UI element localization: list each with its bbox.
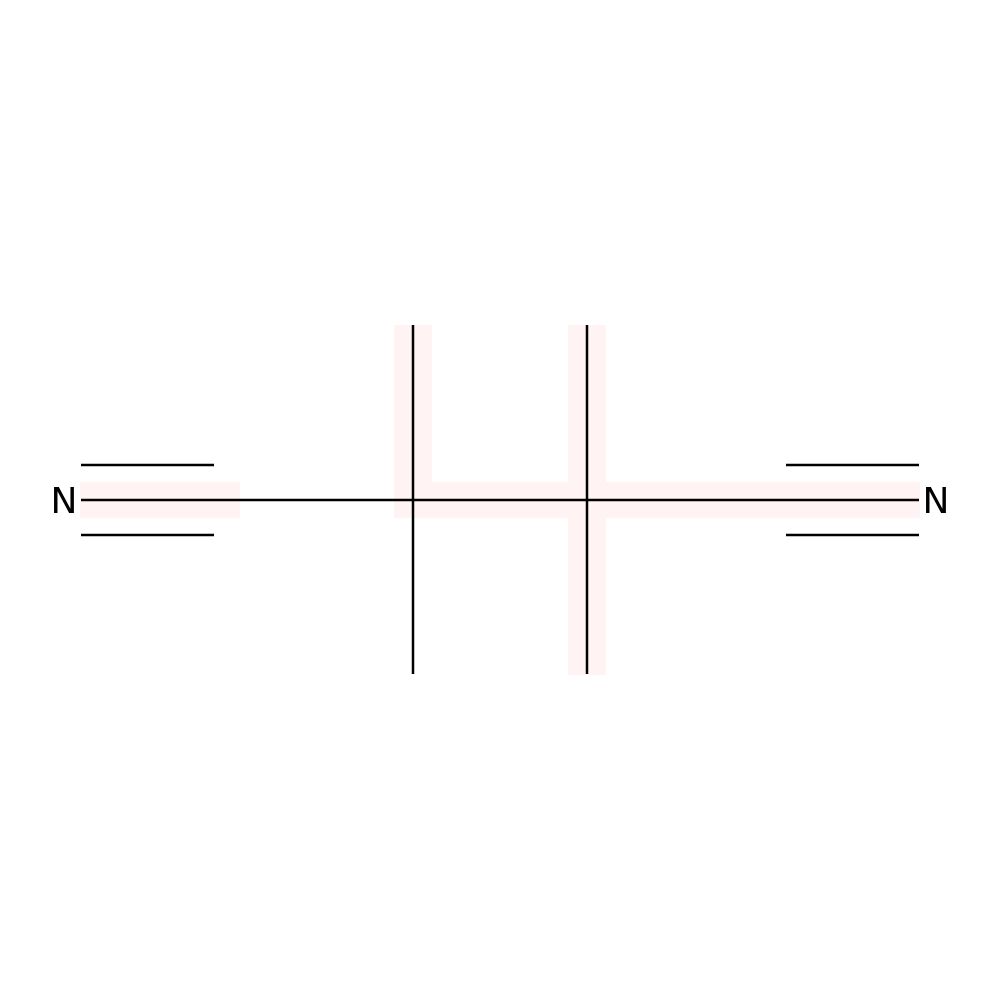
bond-layer (81, 325, 919, 674)
atom-label-nitrogen-right: N (923, 481, 950, 522)
atom-label-nitrogen-left: N (51, 481, 78, 522)
